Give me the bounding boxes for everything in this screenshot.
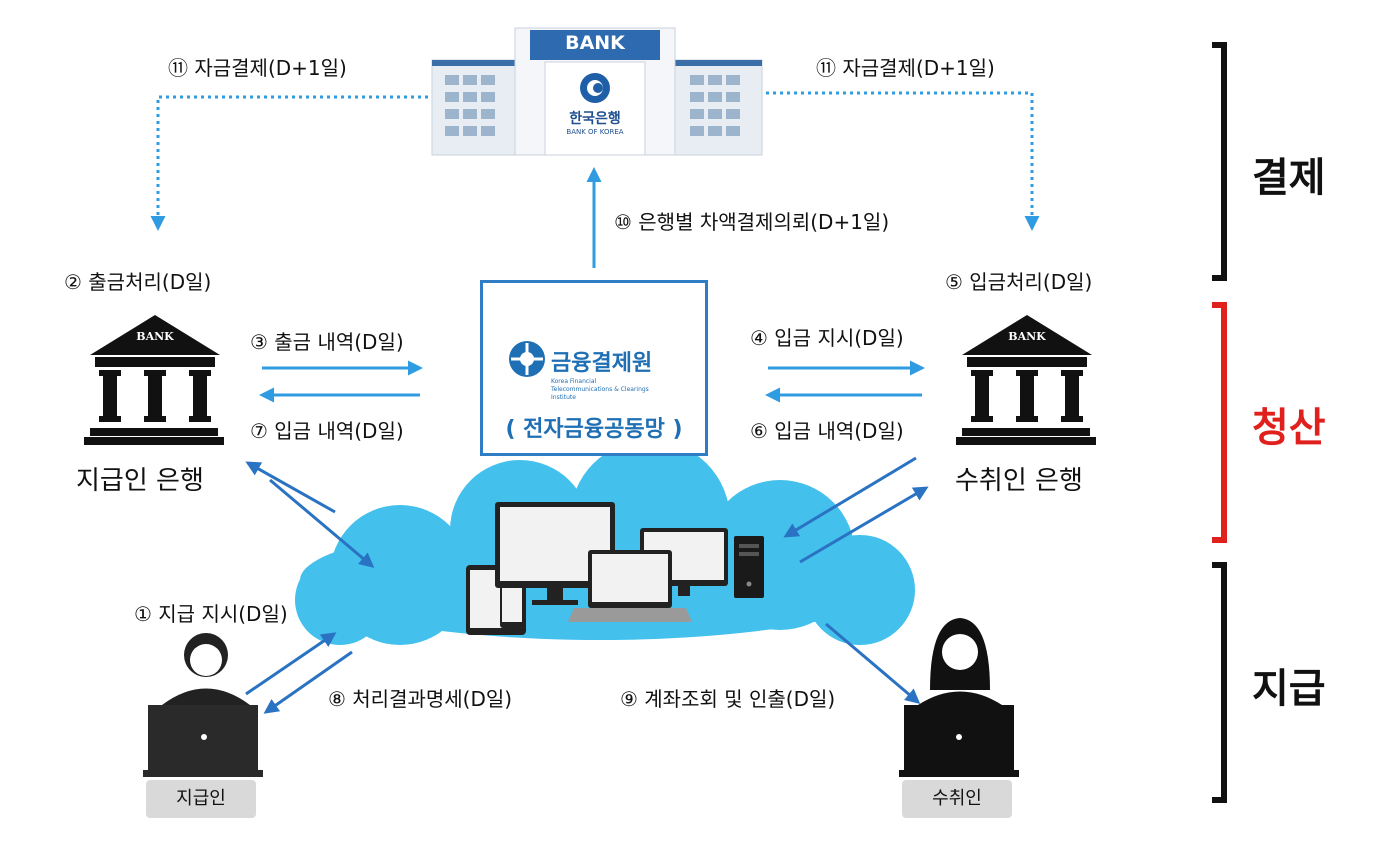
account-inquiry-arrow bbox=[825, 622, 921, 704]
devices-illustration bbox=[466, 502, 764, 635]
bok-name-ko: 한국은행 bbox=[569, 111, 621, 127]
clearing-bracket bbox=[1212, 302, 1227, 543]
payee-bank-to-network-arrow bbox=[799, 486, 929, 564]
result-statement-label: ⑧ 처리결과명세(D일) bbox=[328, 687, 513, 711]
payer-bank-to-cloud-arrow bbox=[269, 478, 375, 568]
settlement-path-right bbox=[766, 91, 1040, 231]
payer-bank-label: 지급인 은행 bbox=[76, 466, 204, 496]
bok-name-en: BANK OF KOREA bbox=[566, 128, 624, 136]
deposit-details-right-label: ⑥ 입금 내역(D일) bbox=[750, 419, 904, 443]
result-statement-arrow bbox=[263, 650, 353, 714]
section-payment: 지급 bbox=[1252, 666, 1326, 712]
kftc-box: 금융결제원 Korea Financial Telecommunications… bbox=[480, 280, 708, 456]
payee-person-icon bbox=[899, 618, 1019, 777]
kftc-network: ( 전자금융공동망 ) bbox=[505, 417, 683, 442]
account-inquiry-label: ⑨ 계좌조회 및 인출(D일) bbox=[620, 687, 836, 711]
kftc-subtitle: Korea Financial Telecommunications & Cle… bbox=[551, 378, 649, 401]
section-clearing: 청산 bbox=[1252, 405, 1326, 451]
payment-bracket bbox=[1212, 562, 1227, 803]
settlement-bracket bbox=[1212, 42, 1227, 281]
bank-of-korea-building bbox=[431, 27, 763, 156]
kftc-name: 금융결제원 bbox=[551, 351, 653, 376]
deposit-processing-label: ⑤ 입금처리(D일) bbox=[945, 270, 1093, 294]
withdrawal-details-label: ③ 출금 내역(D일) bbox=[250, 330, 404, 354]
settle-right-label: ⑪ 자금결제(D+1일) bbox=[816, 56, 995, 80]
bok-sign: BANK bbox=[565, 32, 625, 54]
network-to-payee-bank-arrow bbox=[783, 456, 917, 538]
settlement-path-left bbox=[150, 95, 428, 231]
payee-tag: 수취인 bbox=[902, 780, 1012, 818]
payer-person-icon bbox=[143, 633, 263, 777]
payment-instruction-label: ① 지급 지시(D일) bbox=[134, 602, 288, 626]
deposit-instruction-label: ④ 입금 지시(D일) bbox=[750, 326, 904, 350]
payee-bank-label: 수취인 은행 bbox=[955, 466, 1083, 496]
withdrawal-processing-label: ② 출금처리(D일) bbox=[64, 270, 212, 294]
settle-left-label: ⑪ 자금결제(D+1일) bbox=[168, 56, 347, 80]
netting-request-label: ⑩ 은행별 차액결제의뢰(D+1일) bbox=[614, 210, 890, 234]
kftc-logo-icon bbox=[509, 341, 545, 377]
section-settlement: 결제 bbox=[1252, 155, 1326, 201]
payer-bank-sign: BANK bbox=[136, 330, 174, 343]
cloud-to-payer-bank-arrow bbox=[245, 461, 336, 514]
payment-instruction-arrow bbox=[245, 632, 337, 696]
deposit-details-left-label: ⑦ 입금 내역(D일) bbox=[250, 419, 404, 443]
payee-bank-building bbox=[956, 315, 1096, 445]
payer-bank-building bbox=[84, 315, 224, 445]
payee-bank-sign: BANK bbox=[1008, 330, 1046, 343]
payer-tag: 지급인 bbox=[146, 780, 256, 818]
